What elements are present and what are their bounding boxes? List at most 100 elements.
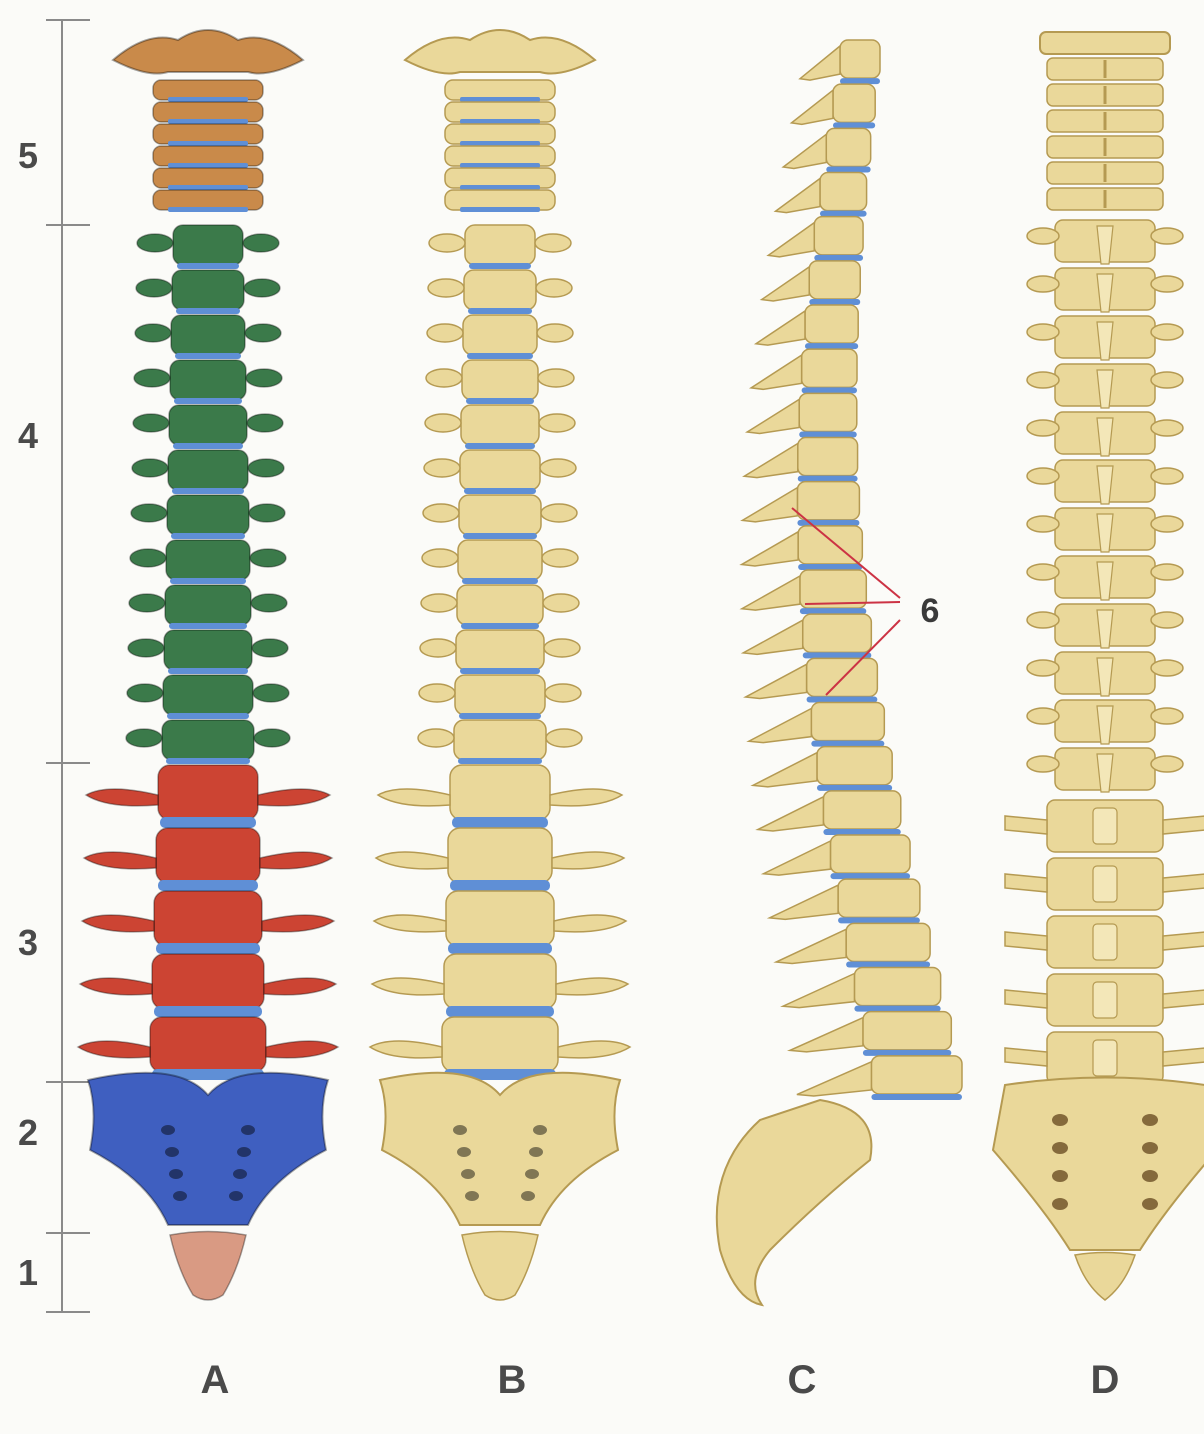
thoracic-vertebra [168,450,248,490]
transverse-process [244,279,280,297]
view-label-b: B [498,1358,527,1402]
intervertebral-disc [168,668,248,674]
intervertebral-disc [461,623,539,629]
transverse-process [247,414,283,432]
transverse-process [137,234,173,252]
transverse-process [1151,708,1183,724]
intervertebral-disc [170,578,246,584]
coccyx [170,1232,246,1301]
intervertebral-disc [798,564,862,570]
transverse-process [1005,932,1047,950]
vertebral-body [817,747,892,785]
vertebral-body [871,1056,962,1094]
intervertebral-disc [838,917,920,923]
transverse-process [134,369,170,387]
transverse-process [1151,468,1183,484]
transverse-process [546,729,582,747]
vertebral-body [833,84,875,122]
sacral-foramen [161,1125,175,1135]
intervertebral-disc [817,785,892,791]
intervertebral-disc [799,432,857,438]
intervertebral-disc [814,255,863,261]
transverse-process [1027,708,1059,724]
transverse-process [1151,276,1183,292]
transverse-process [540,459,576,477]
transverse-process [1027,756,1059,772]
sacral-foramen [1142,1114,1158,1126]
transverse-process [1005,1048,1047,1066]
intervertebral-disc [820,211,867,217]
transverse-process [1151,372,1183,388]
transverse-process [550,789,622,806]
transverse-process [1163,874,1204,892]
transverse-process [536,279,572,297]
sacrum [993,1078,1204,1251]
intervertebral-disc [167,713,249,719]
transverse-process [426,369,462,387]
spinous-process [768,223,814,257]
segment-label-5: 5 [18,135,38,176]
view-label-a: A [201,1358,230,1402]
intervertebral-disc [800,608,866,614]
sacrum-coccyx [717,1100,872,1305]
intervertebral-disc [169,623,247,629]
intervertebral-disc [450,880,550,891]
intervertebral-disc [462,578,538,584]
transverse-process [542,549,578,567]
spine-view-a-colored [78,30,338,1300]
spinous-process [776,929,846,963]
spine-view-b-anterior [370,30,630,1300]
transverse-process [425,414,461,432]
thoracic-vertebra [459,495,541,535]
spinous-process [742,488,797,522]
sacrum [88,1073,328,1225]
sacral-foramen [241,1125,255,1135]
view-label-d: D [1091,1358,1120,1402]
sacral-foramen [1052,1142,1068,1154]
thoracic-vertebra [456,630,544,670]
transverse-process [1027,276,1059,292]
transverse-process [421,594,457,612]
transverse-process [372,978,444,995]
intervertebral-disc [468,308,532,314]
vertebral-body [846,923,930,961]
transverse-process [541,504,577,522]
sacral-foramen [529,1147,543,1157]
transverse-process [243,234,279,252]
transverse-process [376,852,448,869]
intervertebral-disc [460,668,540,674]
sacrum [380,1073,620,1225]
spinous-process [743,620,803,654]
intervertebral-disc [846,962,930,968]
atlas-vertebra [113,30,303,74]
atlas-vertebra [405,30,595,74]
thoracic-vertebra [172,270,244,310]
thoracic-vertebra [462,360,538,400]
vertebral-body [805,305,858,343]
transverse-process [1151,660,1183,676]
lumbar-vertebra [152,954,264,1009]
thoracic-vertebra [464,270,536,310]
transverse-process [86,789,158,806]
spinous-process [783,974,855,1008]
transverse-process [136,279,172,297]
vertebral-body [802,349,857,387]
vertebral-body [854,968,940,1006]
intervertebral-disc [166,758,250,764]
intervertebral-disc [465,443,535,449]
transverse-process [133,414,169,432]
transverse-process [1163,816,1204,834]
transverse-process [1027,372,1059,388]
transverse-process [131,504,167,522]
transverse-process [1151,324,1183,340]
transverse-process [427,324,463,342]
thoracic-vertebra [170,360,246,400]
transverse-process [1027,468,1059,484]
transverse-process [1005,816,1047,834]
thoracic-vertebra [461,405,539,445]
vertebral-body [797,482,859,520]
transverse-process [539,414,575,432]
vertebral-body [814,217,863,255]
thoracic-vertebra [455,675,545,715]
